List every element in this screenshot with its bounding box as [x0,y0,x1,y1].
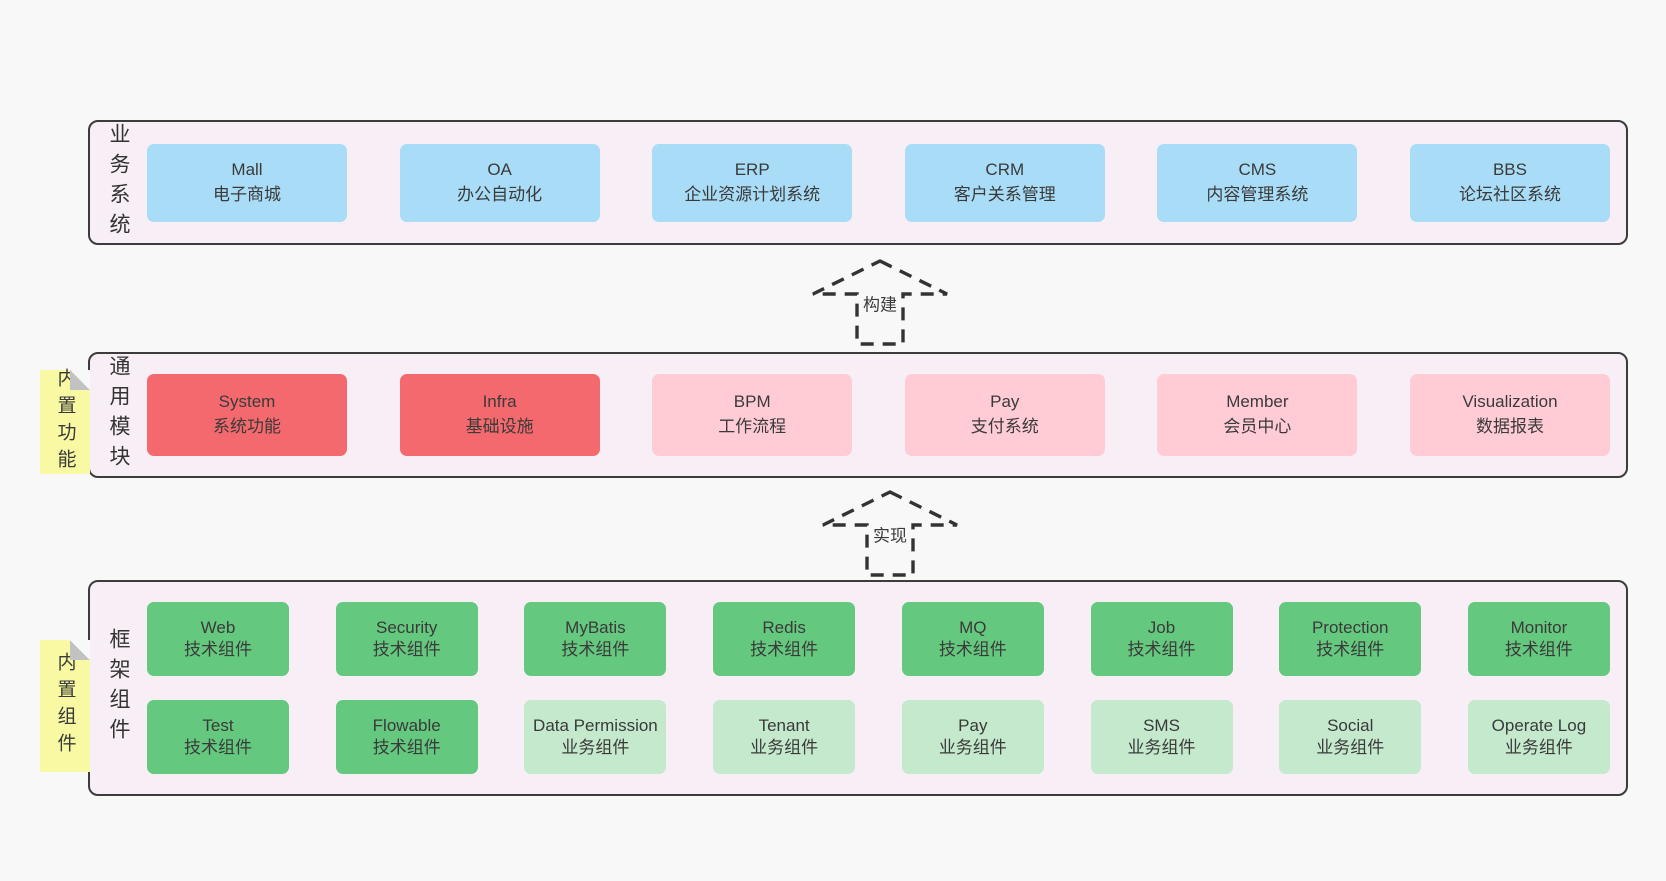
framework-box-row-2: Test 技术组件 Flowable 技术组件 Data Permission … [147,700,1610,774]
box-member: Member 会员中心 [1157,374,1358,456]
layer-framework-components: 内置组件 框架组件 Web 技术组件 Security 技术组件 MyBatis… [40,580,1628,796]
box-cms: CMS 内容管理系统 [1157,143,1358,222]
box-pay: Pay 支付系统 [904,374,1105,456]
box-monitor: Monitor 技术组件 [1467,602,1610,676]
box-mall: Mall 电子商城 [147,143,347,222]
layer-label-framework: 框架组件 [107,628,130,748]
box-redis: Redis 技术组件 [713,602,856,676]
box-tenant: Tenant 业务组件 [713,700,856,774]
box-social: Social 业务组件 [1279,700,1422,774]
box-web: Web 技术组件 [147,602,289,676]
box-operate-log: Operate Log 业务组件 [1467,700,1610,774]
box-data-permission: Data Permission 业务组件 [524,700,667,774]
box-sms: SMS 业务组件 [1090,700,1233,774]
box-test: Test 技术组件 [147,700,289,774]
layer-label-modules: 通用模块 [107,355,130,475]
box-security: Security 技术组件 [335,602,478,676]
box-erp: ERP 企业资源计划系统 [652,143,853,222]
modules-box-row: System 系统功能 Infra 基础设施 BPM 工作流程 Pay 支付系统… [147,354,1610,476]
folded-corner-icon [70,370,90,390]
layer-business-systems: 业务系统 Mall 电子商城 OA 办公自动化 ERP 企业资源计划系统 CRM… [88,120,1628,245]
framework-box-row-1: Web 技术组件 Security 技术组件 MyBatis 技术组件 Redi… [147,602,1610,676]
box-pay-biz: Pay 业务组件 [901,700,1044,774]
box-mq: MQ 技术组件 [901,602,1044,676]
box-visualization: Visualization 数据报表 [1409,374,1610,456]
box-flowable: Flowable 技术组件 [335,700,478,774]
box-oa: OA 办公自动化 [399,143,600,222]
build-arrow-icon: 构建 [810,257,950,347]
box-crm: CRM 客户关系管理 [904,143,1105,222]
box-job: Job 技术组件 [1090,602,1233,676]
box-bpm: BPM 工作流程 [652,374,853,456]
box-bbs: BBS 论坛社区系统 [1409,143,1610,222]
folded-corner-icon [70,640,90,660]
box-protection: Protection 技术组件 [1279,602,1422,676]
sticky-tab-built-in-components: 内置组件 [40,640,90,772]
sticky-tab-built-in-features: 内置功能 [40,368,90,476]
layer-common-modules: 内置功能 通用模块 System 系统功能 Infra 基础设施 BPM 工作流… [40,352,1628,478]
implement-arrow-icon: 实现 [820,488,960,578]
box-infra: Infra 基础设施 [399,374,600,456]
layer-label-business: 业务系统 [107,122,130,243]
box-mybatis: MyBatis 技术组件 [524,602,667,676]
business-box-row: Mall 电子商城 OA 办公自动化 ERP 企业资源计划系统 CRM 客户关系… [147,122,1610,243]
implement-arrow-label: 实现 [870,520,910,548]
build-arrow-label: 构建 [860,289,900,317]
box-system: System 系统功能 [147,374,347,456]
